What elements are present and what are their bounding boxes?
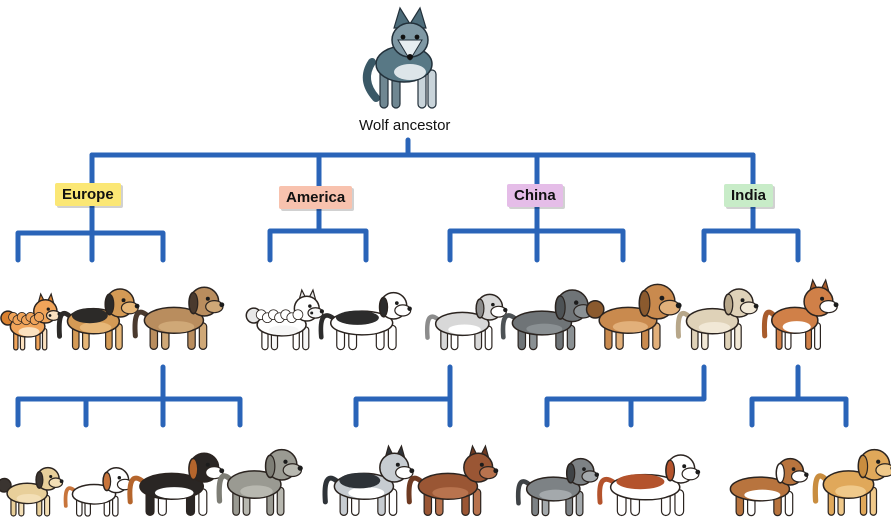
samoyed-icon [245,288,324,351]
root-label: Wolf ancestor [359,117,451,134]
mastiff-icon [132,286,225,351]
region-label-india: India [724,184,774,207]
cocker-spaniel-icon [515,457,600,517]
pug-icon [0,466,64,517]
border-collie-icon [318,291,412,351]
connector-lines [15,137,849,428]
america-bar [267,228,369,263]
china-descendant-tree [544,364,707,428]
wolf-icon [362,6,437,109]
airedale-terrier-icon [56,288,140,351]
animal-figures [0,6,891,517]
china-bar [447,228,626,263]
weimaraner-icon [216,448,303,516]
europe-bar [15,230,166,263]
siberian-husky-icon [322,444,415,517]
shar-pei-icon [585,283,682,351]
neapolitan-mastiff-icon [500,289,595,351]
boxer-icon [761,278,839,351]
kelpie-icon [406,444,499,517]
golden-retriever-icon [812,448,891,516]
greyhound-icon [675,288,759,351]
rough-collie-icon [718,457,809,517]
region-label-europe: Europe [55,183,121,206]
america-descendant-tree [353,364,453,428]
pit-bull-icon [424,293,508,351]
india-descendant-tree [749,364,849,428]
pomeranian-icon [0,292,62,351]
region-label-america: America [279,186,353,209]
region-label-china: China [507,184,563,207]
india-bar [701,228,801,263]
europe-descendant-tree [15,364,243,428]
bulldog-icon [63,467,134,517]
irish-red-and-white-setter-icon [597,454,701,517]
bernese-mountain-dog-icon [127,452,225,517]
